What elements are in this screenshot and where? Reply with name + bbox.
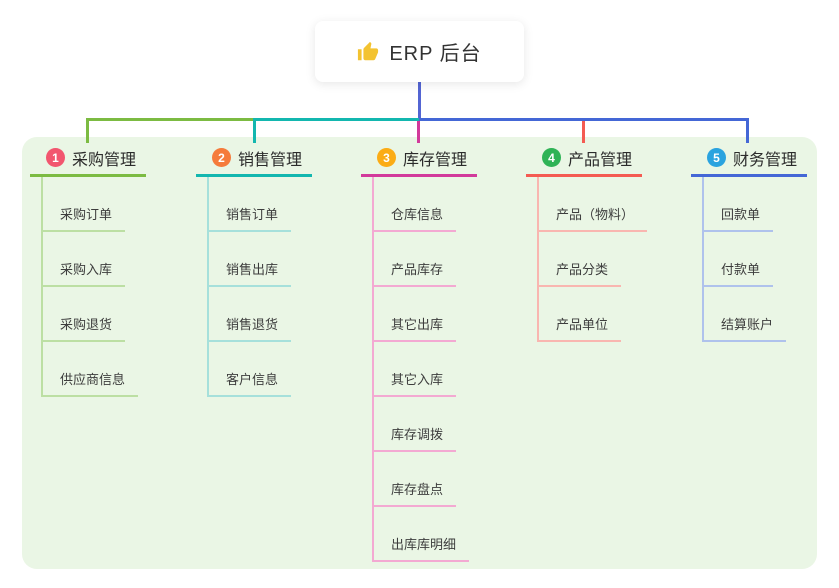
branch-item[interactable]: 销售退货 bbox=[209, 287, 346, 342]
branch-label: 销售管理 bbox=[238, 151, 303, 169]
connector-drop-5 bbox=[746, 118, 749, 143]
branch-items-list: 回款单 付款单 结算账户 bbox=[702, 177, 839, 342]
branch-item[interactable]: 其它入库 bbox=[374, 342, 511, 397]
branches-panel bbox=[22, 137, 817, 569]
branch-header[interactable]: 1 采购管理 bbox=[30, 137, 146, 177]
branch-header[interactable]: 2 销售管理 bbox=[196, 137, 312, 177]
branch-column: 5 财务管理 回款单 付款单 结算账户 bbox=[691, 137, 839, 342]
branch-item-label: 库存调拨 bbox=[374, 424, 457, 452]
root-node[interactable]: ERP 后台 bbox=[315, 21, 524, 82]
branch-label: 库存管理 bbox=[403, 151, 468, 169]
branch-items-list: 销售订单 销售出库 销售退货 客户信息 bbox=[207, 177, 346, 397]
branch-item[interactable]: 采购退货 bbox=[43, 287, 180, 342]
branch-item[interactable]: 采购订单 bbox=[43, 177, 180, 232]
connector-drop-1 bbox=[86, 118, 89, 143]
branch-item[interactable]: 产品（物料） bbox=[539, 177, 676, 232]
branch-item-label: 产品库存 bbox=[374, 259, 457, 287]
branch-item[interactable]: 出库库明细 bbox=[374, 507, 511, 562]
branch-item[interactable]: 产品单位 bbox=[539, 287, 676, 342]
branch-header[interactable]: 4 产品管理 bbox=[526, 137, 642, 177]
branch-header[interactable]: 5 财务管理 bbox=[691, 137, 807, 177]
branch-item[interactable]: 产品分类 bbox=[539, 232, 676, 287]
branch-item-label: 客户信息 bbox=[209, 369, 292, 397]
branch-label: 财务管理 bbox=[733, 151, 798, 169]
branch-item-label: 结算账户 bbox=[704, 314, 787, 342]
branch-item-label: 销售退货 bbox=[209, 314, 292, 342]
branch-item-label: 仓库信息 bbox=[374, 204, 457, 232]
branch-item-label: 库存盘点 bbox=[374, 479, 457, 507]
branch-header[interactable]: 3 库存管理 bbox=[361, 137, 477, 177]
connector-drop-3 bbox=[417, 121, 420, 143]
branch-item[interactable]: 库存调拨 bbox=[374, 397, 511, 452]
branch-item[interactable]: 付款单 bbox=[704, 232, 839, 287]
connector-drop-4 bbox=[582, 121, 585, 143]
branch-item-label: 销售出库 bbox=[209, 259, 292, 287]
connector-rail-teal bbox=[253, 118, 420, 121]
branch-item-label: 采购入库 bbox=[43, 259, 126, 287]
branch-item-label: 产品（物料） bbox=[539, 204, 648, 232]
branch-item-label: 回款单 bbox=[704, 204, 774, 232]
root-node-label: ERP 后台 bbox=[389, 43, 482, 65]
branch-item[interactable]: 其它出库 bbox=[374, 287, 511, 342]
branch-item-label: 其它出库 bbox=[374, 314, 457, 342]
branch-item-label: 产品单位 bbox=[539, 314, 622, 342]
branch-items-list: 产品（物料） 产品分类 产品单位 bbox=[537, 177, 676, 342]
branch-number-badge: 4 bbox=[542, 148, 561, 167]
connector-rail-blue bbox=[419, 118, 749, 121]
branch-item[interactable]: 采购入库 bbox=[43, 232, 180, 287]
branch-number-badge: 3 bbox=[377, 148, 396, 167]
branch-item-label: 采购订单 bbox=[43, 204, 126, 232]
branch-number-badge: 5 bbox=[707, 148, 726, 167]
branch-item[interactable]: 销售出库 bbox=[209, 232, 346, 287]
branch-column: 2 销售管理 销售订单 销售出库 销售退货 客户信息 bbox=[196, 137, 346, 397]
branch-item[interactable]: 结算账户 bbox=[704, 287, 839, 342]
branch-item[interactable]: 仓库信息 bbox=[374, 177, 511, 232]
branch-item[interactable]: 回款单 bbox=[704, 177, 839, 232]
branch-item-label: 出库库明细 bbox=[374, 534, 470, 562]
connector-drop-2 bbox=[253, 118, 256, 143]
branch-label: 产品管理 bbox=[568, 151, 633, 169]
branch-label: 采购管理 bbox=[72, 151, 137, 169]
branch-item-label: 供应商信息 bbox=[43, 369, 139, 397]
branch-item-label: 产品分类 bbox=[539, 259, 622, 287]
branch-item[interactable]: 客户信息 bbox=[209, 342, 346, 397]
branch-item-label: 销售订单 bbox=[209, 204, 292, 232]
branch-item[interactable]: 库存盘点 bbox=[374, 452, 511, 507]
branch-item-label: 其它入库 bbox=[374, 369, 457, 397]
branch-number-badge: 1 bbox=[46, 148, 65, 167]
connector-root-vertical bbox=[418, 82, 421, 121]
connector-rail-green bbox=[86, 118, 254, 121]
branch-number-badge: 2 bbox=[212, 148, 231, 167]
thumbs-up-icon bbox=[357, 41, 379, 63]
branch-items-list: 仓库信息 产品库存 其它出库 其它入库 库存调拨 库存盘点 出库库明细 bbox=[372, 177, 511, 562]
branch-column: 3 库存管理 仓库信息 产品库存 其它出库 其它入库 库存调拨 库存盘点 出库库… bbox=[361, 137, 511, 562]
branch-item-label: 采购退货 bbox=[43, 314, 126, 342]
branch-column: 1 采购管理 采购订单 采购入库 采购退货 供应商信息 bbox=[30, 137, 180, 397]
branch-column: 4 产品管理 产品（物料） 产品分类 产品单位 bbox=[526, 137, 676, 342]
branch-items-list: 采购订单 采购入库 采购退货 供应商信息 bbox=[41, 177, 180, 397]
branch-item[interactable]: 产品库存 bbox=[374, 232, 511, 287]
branch-item-label: 付款单 bbox=[704, 259, 774, 287]
branch-item[interactable]: 供应商信息 bbox=[43, 342, 180, 397]
branch-item[interactable]: 销售订单 bbox=[209, 177, 346, 232]
